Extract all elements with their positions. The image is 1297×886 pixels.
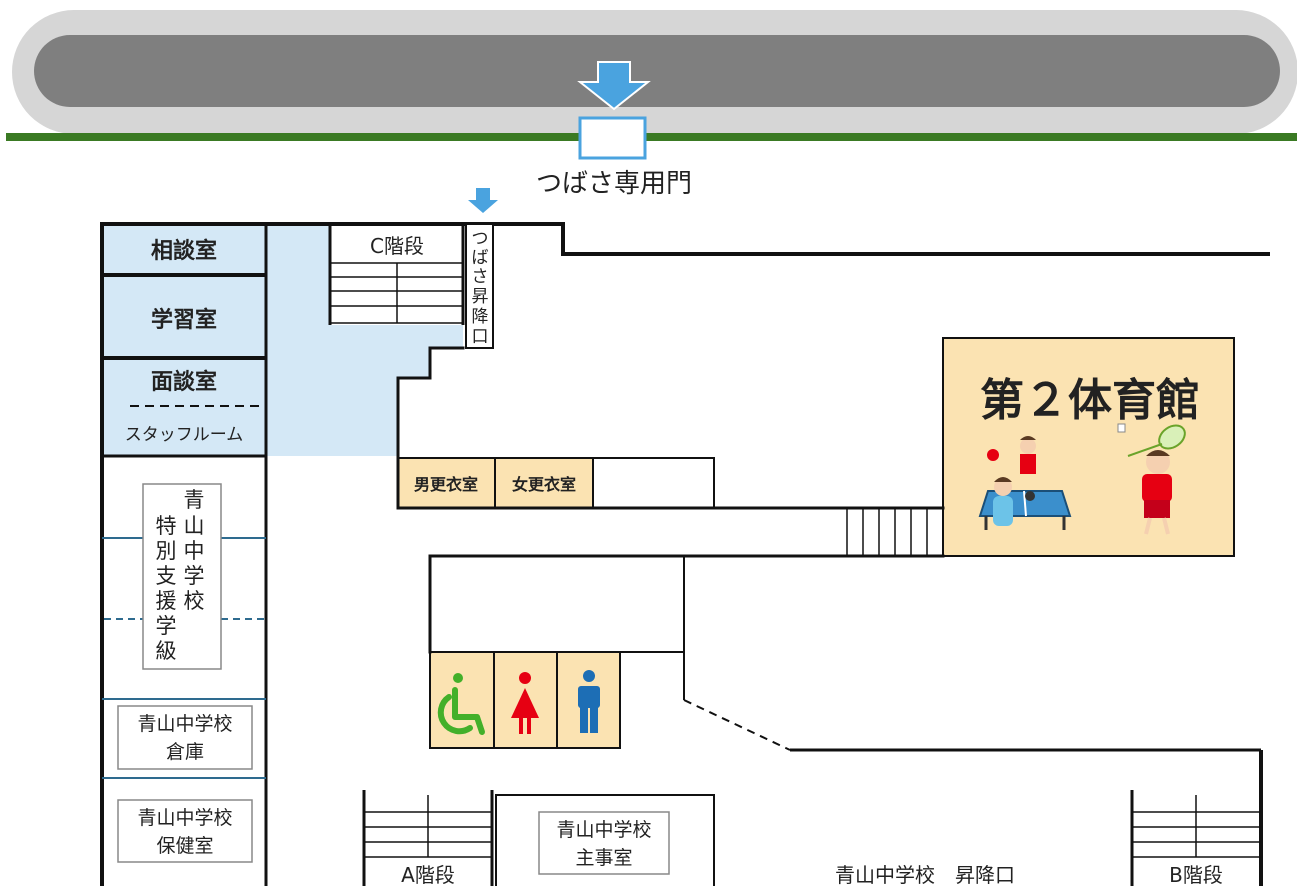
room-soudan bbox=[102, 224, 266, 274]
svg-text:別: 別 bbox=[156, 539, 177, 563]
svg-text:昇: 昇 bbox=[472, 287, 489, 307]
room-tokubetsu-label: 青 山 中 学 校 特 別 支 援 学 級 bbox=[156, 488, 205, 663]
svg-text:口: 口 bbox=[472, 327, 489, 347]
stairs-b bbox=[1130, 790, 1263, 886]
gate-down-arrow-icon bbox=[577, 61, 651, 111]
room-tokubetsu-box bbox=[142, 483, 222, 670]
room-hoken-box bbox=[117, 799, 253, 863]
male-icon bbox=[578, 670, 600, 733]
entrance-down-arrow-icon bbox=[468, 188, 498, 213]
room-locker-f bbox=[495, 458, 593, 508]
gym-label: 第２体育館 bbox=[980, 375, 1200, 426]
svg-text:級: 級 bbox=[156, 639, 177, 663]
room-staff-label: スタッフルーム bbox=[125, 425, 244, 445]
stairs-a-label: A階段 bbox=[401, 863, 455, 886]
stairs-c bbox=[328, 224, 465, 325]
stairs-c-label: C階段 bbox=[370, 234, 424, 258]
shuji-room-wall bbox=[495, 794, 715, 886]
locker-wall bbox=[397, 457, 715, 509]
room-hoken-label-1: 青山中学校 bbox=[137, 807, 232, 829]
room-gakushu bbox=[102, 277, 266, 357]
svg-text:中: 中 bbox=[184, 539, 205, 563]
corridor-blue-area bbox=[266, 224, 463, 456]
svg-text:学: 学 bbox=[156, 614, 177, 638]
table-tennis-icon bbox=[978, 436, 1072, 530]
svg-text:特: 特 bbox=[156, 514, 177, 538]
road-inner bbox=[34, 35, 1280, 107]
stairs-gym bbox=[846, 508, 928, 556]
badminton-icon bbox=[1117, 423, 1186, 535]
svg-text:つ: つ bbox=[472, 229, 489, 249]
svg-text:山: 山 bbox=[184, 514, 205, 538]
inner-block-wall bbox=[428, 554, 945, 654]
outer-wall bbox=[100, 222, 1270, 886]
boundary-green-line bbox=[6, 133, 1297, 141]
shuji-room-label-1: 青山中学校 bbox=[556, 819, 651, 841]
stairs-a bbox=[362, 790, 494, 886]
svg-text:学: 学 bbox=[184, 564, 205, 588]
svg-text:降: 降 bbox=[472, 307, 489, 327]
gym bbox=[942, 337, 1235, 557]
dashed-boundary bbox=[683, 699, 791, 751]
room-locker-m bbox=[398, 458, 495, 508]
shuji-room-label-2: 主事室 bbox=[575, 847, 632, 869]
svg-text:支: 支 bbox=[156, 564, 177, 588]
svg-text:ば: ば bbox=[472, 248, 489, 268]
room-mendan-staff bbox=[102, 359, 266, 456]
shuji-room-box bbox=[538, 811, 670, 875]
female-icon bbox=[511, 672, 539, 734]
room-hoken-label-2: 保健室 bbox=[156, 835, 213, 857]
locker-m-label: 男更衣室 bbox=[414, 475, 478, 494]
svg-text:援: 援 bbox=[156, 589, 177, 613]
aoyama-entrance-label: 青山中学校 昇降口 bbox=[835, 863, 1015, 886]
svg-text:校: 校 bbox=[184, 589, 205, 613]
wheelchair-icon bbox=[437, 673, 485, 735]
gate-label: つばさ専用門 bbox=[536, 169, 692, 199]
stairs-b-label: B階段 bbox=[1169, 863, 1223, 886]
room-gakushu-label: 学習室 bbox=[151, 307, 217, 333]
tsubasa-entrance-box bbox=[465, 223, 494, 349]
room-soudan-label: 相談室 bbox=[151, 238, 217, 264]
toilet-block-border bbox=[429, 651, 621, 749]
locker-f-label: 女更衣室 bbox=[512, 475, 576, 494]
svg-text:青: 青 bbox=[184, 488, 205, 512]
room-souko-label-1: 青山中学校 bbox=[137, 713, 232, 735]
tsubasa-entrance-label: つ ば さ 昇 降 口 bbox=[472, 229, 489, 347]
gate-box bbox=[578, 116, 647, 160]
corridor-step-wall bbox=[396, 346, 945, 510]
svg-text:さ: さ bbox=[472, 267, 489, 287]
room-mendan-label: 面談室 bbox=[151, 369, 217, 395]
room-souko-box bbox=[117, 705, 253, 770]
room-souko-label-2: 倉庫 bbox=[166, 741, 204, 763]
